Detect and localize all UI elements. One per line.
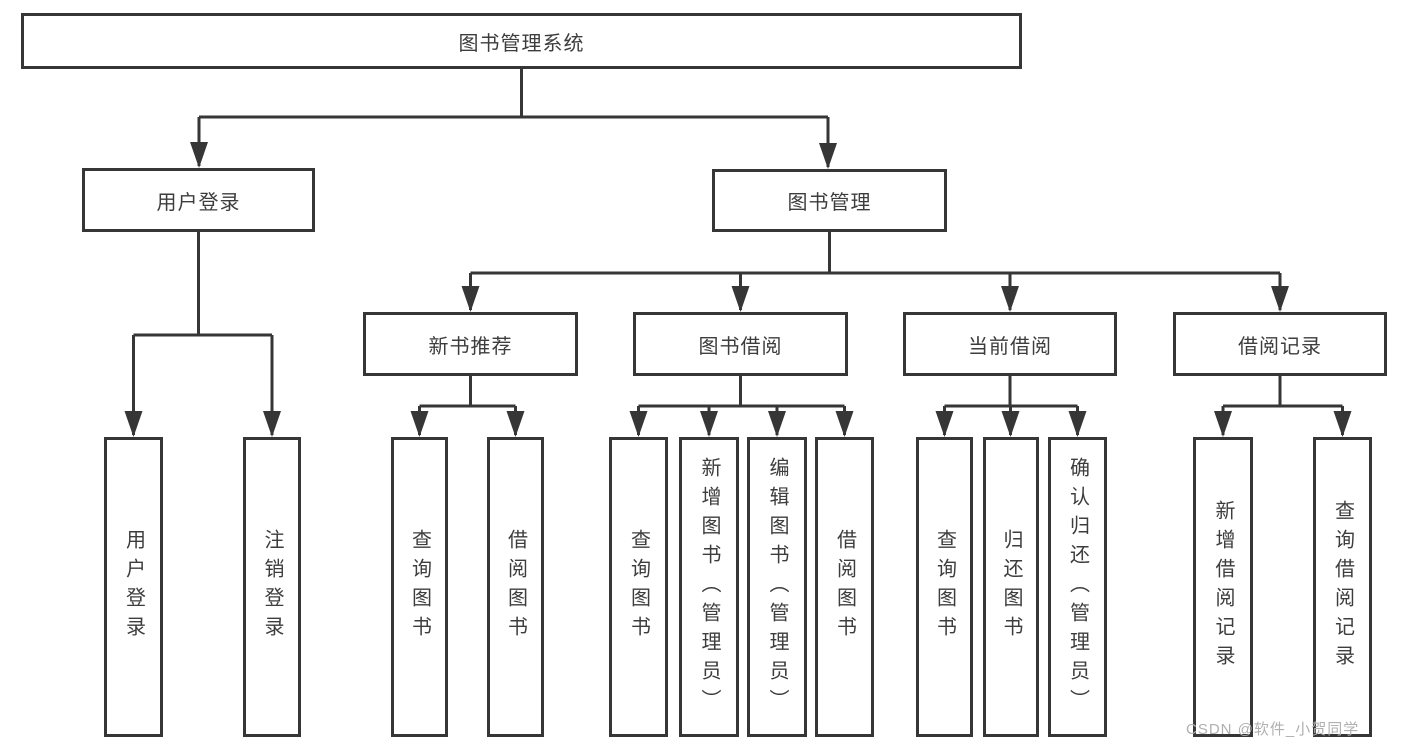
node-book-borrowing: 图书借阅 — [633, 312, 848, 376]
node-current-borrowing: 当前借阅 — [903, 312, 1117, 376]
leaf-query-borrow-record: 查询借阅记录 — [1313, 437, 1372, 737]
leaf-user-login: 用户登录 — [104, 437, 163, 737]
edge-paths — [132, 69, 1344, 435]
leaf-return-books: 归还图书 — [983, 437, 1039, 737]
node-new-book-recommend: 新书推荐 — [363, 312, 578, 376]
node-user-login-module: 用户登录 — [82, 168, 315, 232]
node-borrowing-records: 借阅记录 — [1173, 312, 1387, 376]
leaf-query-books-recommend: 查询图书 — [391, 437, 448, 737]
leaf-confirm-return-admin: 确认归还（管理员） — [1048, 437, 1107, 737]
edge-arrowheads — [124, 142, 1352, 437]
leaf-query-books-borrowing: 查询图书 — [609, 437, 668, 737]
leaf-borrow-books-recommend: 借阅图书 — [487, 437, 544, 737]
leaf-logout: 注销登录 — [243, 437, 301, 737]
leaf-query-books-current: 查询图书 — [916, 437, 973, 737]
leaf-add-borrow-record: 新增借阅记录 — [1193, 437, 1253, 737]
leaf-edit-books-admin: 编辑图书（管理员） — [747, 437, 807, 737]
leaf-add-books-admin: 新增图书（管理员） — [679, 437, 739, 737]
leaf-borrow-books-borrowing: 借阅图书 — [815, 437, 874, 737]
node-book-management-module: 图书管理 — [712, 169, 947, 232]
node-system-root: 图书管理系统 — [21, 13, 1022, 69]
csdn-watermark: CSDN @软件_小贺同学 — [1186, 721, 1360, 738]
